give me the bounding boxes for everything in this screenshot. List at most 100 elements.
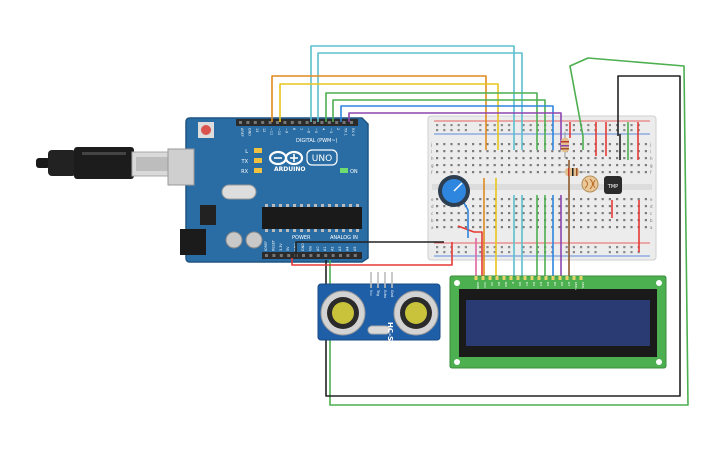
terminal-hole <box>587 143 590 146</box>
led-rx <box>254 168 262 173</box>
terminal-hole <box>558 164 561 167</box>
header-hole[interactable] <box>279 254 283 257</box>
header-hole[interactable] <box>309 254 313 257</box>
lcd-pin[interactable] <box>516 276 520 280</box>
terminal-hole <box>450 157 453 160</box>
terminal-hole <box>623 212 626 215</box>
terminal-hole <box>587 157 590 160</box>
lcd-pin-label: D1 <box>525 282 529 286</box>
digital-pin-label: ~5 <box>314 128 318 133</box>
lcd-pin[interactable] <box>537 276 541 280</box>
terminal-hole <box>472 150 475 153</box>
header-hole[interactable] <box>268 121 272 124</box>
terminal-hole <box>616 198 619 201</box>
row-letter: c <box>431 211 433 216</box>
terminal-hole <box>601 150 604 153</box>
rail-hole <box>529 124 532 127</box>
chip-pin <box>335 229 338 232</box>
terminal-hole <box>587 171 590 174</box>
rail-hole <box>536 124 539 127</box>
terminal-hole <box>522 198 525 201</box>
terminal-hole <box>493 143 496 146</box>
header-hole[interactable] <box>272 254 276 257</box>
header-hole[interactable] <box>320 121 324 124</box>
power-pin-label: A2 <box>331 247 335 251</box>
lcd-pin[interactable] <box>572 276 576 280</box>
terminal-hole <box>443 219 446 222</box>
header-hole[interactable] <box>327 121 331 124</box>
lcd-pin[interactable] <box>523 276 527 280</box>
chip-pin <box>328 229 331 232</box>
header-hole[interactable] <box>287 254 291 257</box>
sensor-pin-label: Gnd <box>390 290 394 297</box>
header-hole[interactable] <box>346 254 350 257</box>
terminal-hole <box>493 198 496 201</box>
rail-hole <box>486 251 489 254</box>
header-hole[interactable] <box>353 254 357 257</box>
header-hole[interactable] <box>339 254 342 257</box>
lcd-pin[interactable] <box>565 276 569 280</box>
terminal-hole <box>536 205 539 208</box>
header-hole[interactable] <box>253 121 257 124</box>
lcd-pin[interactable] <box>530 276 534 280</box>
lcd-pin[interactable] <box>474 276 478 280</box>
reset-button[interactable] <box>201 125 211 135</box>
chip-pin <box>314 204 317 207</box>
terminal-hole <box>616 143 619 146</box>
header-hole[interactable] <box>324 254 328 257</box>
header-hole[interactable] <box>261 121 265 124</box>
rail-hole <box>457 129 460 132</box>
terminal-hole <box>536 198 539 201</box>
terminal-hole <box>601 212 604 215</box>
row-letter: f <box>431 170 433 175</box>
sensor-pin-label: Echo <box>383 290 387 298</box>
lcd-pin[interactable] <box>558 276 562 280</box>
terminal-hole <box>616 171 619 174</box>
lcd-pin[interactable] <box>502 276 506 280</box>
digital-pin-label: ~9 <box>284 128 288 133</box>
sensor-pin-label: Vcc <box>369 290 373 296</box>
header-hole[interactable] <box>316 254 320 257</box>
header-hole[interactable] <box>350 121 353 124</box>
terminal-hole <box>443 205 446 208</box>
header-hole[interactable] <box>283 121 287 124</box>
header-hole[interactable] <box>302 254 305 257</box>
potentiometer[interactable] <box>438 175 470 207</box>
header-hole[interactable] <box>331 254 335 257</box>
rail-hole <box>464 246 467 249</box>
terminal-hole <box>522 157 525 160</box>
terminal-hole <box>529 171 532 174</box>
lcd-pin[interactable] <box>551 276 555 280</box>
header-hole[interactable] <box>276 121 279 124</box>
chip-pin <box>307 204 310 207</box>
lcd-pin[interactable] <box>495 276 499 280</box>
lcd-pin[interactable] <box>579 276 583 280</box>
terminal-hole <box>436 219 439 222</box>
header-hole[interactable] <box>265 254 268 257</box>
terminal-hole <box>536 157 539 160</box>
header-hole[interactable] <box>342 121 346 124</box>
terminal-hole <box>515 219 518 222</box>
lcd-pin[interactable] <box>509 276 513 280</box>
lcd-pin[interactable] <box>544 276 548 280</box>
lcd-pin[interactable] <box>481 276 485 280</box>
crystal-oscillator <box>221 184 257 200</box>
lcd-pin[interactable] <box>488 276 492 280</box>
rail-hole <box>616 246 619 249</box>
terminal-hole <box>479 150 482 153</box>
header-hole[interactable] <box>305 121 309 124</box>
header-hole[interactable] <box>335 121 339 124</box>
terminal-hole <box>472 205 475 208</box>
header-hole[interactable] <box>313 121 316 124</box>
terminal-hole <box>580 150 583 153</box>
header-hole[interactable] <box>290 121 294 124</box>
rail-hole <box>580 246 583 249</box>
header-hole[interactable] <box>298 121 302 124</box>
terminal-hole <box>436 164 439 167</box>
header-hole[interactable] <box>246 121 250 124</box>
header-hole[interactable] <box>239 121 242 124</box>
chip-pin <box>356 204 359 207</box>
rail-hole <box>493 124 496 127</box>
terminal-hole <box>436 157 439 160</box>
